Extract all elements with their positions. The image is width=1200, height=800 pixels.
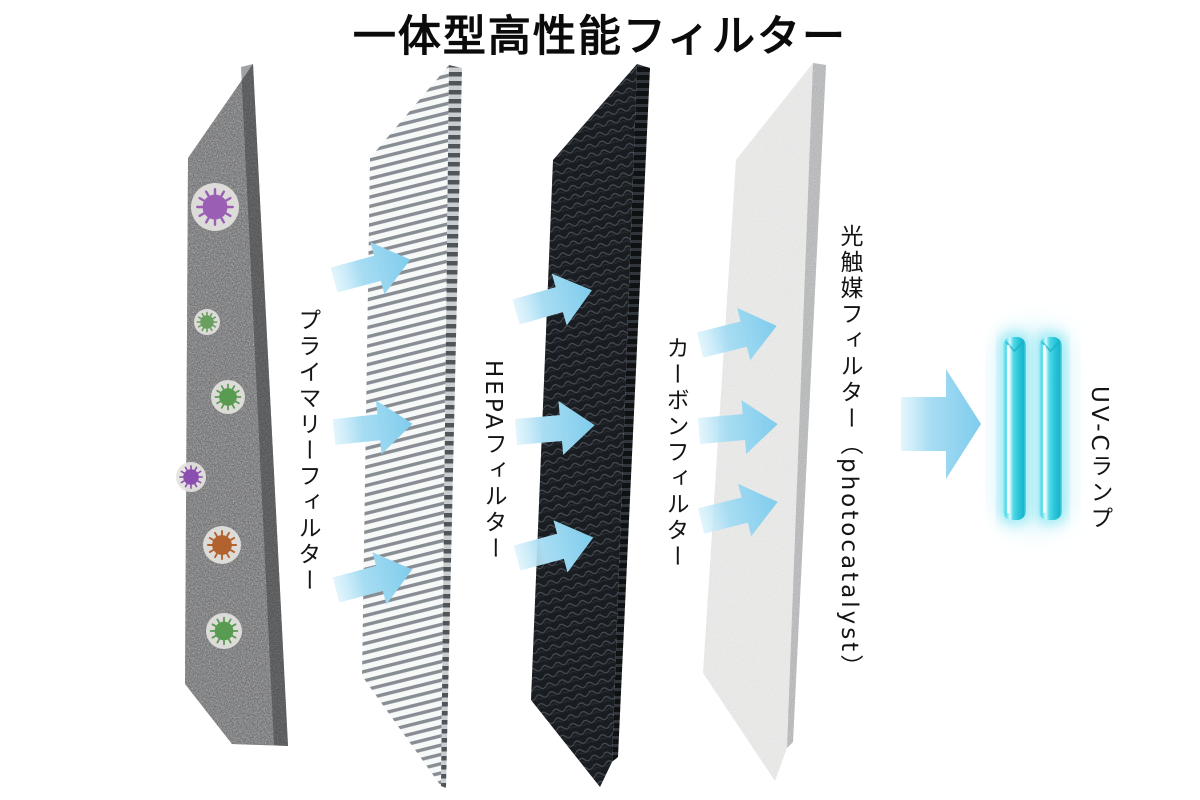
lamp-top-notch: [1041, 341, 1060, 353]
label-primary-filter: プライマリーフィルター: [294, 308, 320, 594]
label-carbon-filter: カーボンフィルター: [662, 336, 688, 570]
uvc-lamp-tube: [1003, 337, 1026, 520]
particle-icon: [211, 380, 245, 414]
particle-icon: [176, 462, 206, 492]
label-hepa-filter: HEPAフィルター: [480, 360, 506, 562]
panel-photocatalyst-edge: [787, 63, 826, 748]
page-title: 一体型高性能フィルター: [352, 12, 848, 62]
panel-carbon-edge: [612, 64, 650, 762]
panel-primary-edge: [241, 64, 288, 746]
lamp-highlight: [1007, 345, 1010, 513]
uvc-lamps: [993, 326, 1073, 530]
panel-hepa-edge: [441, 65, 462, 788]
label-photocatalyst-filter: 光触媒フィルター（photocatalyst）: [836, 224, 862, 681]
lamp-top-notch: [1005, 341, 1024, 353]
captured-particles-layer: [176, 183, 245, 649]
particle-icon: [191, 183, 239, 231]
particle-icon: [203, 526, 241, 564]
label-uvc-lamp: UV-Cランプ: [1086, 386, 1112, 532]
lamp-highlight: [1043, 345, 1046, 513]
uvc-lamp-tube: [1039, 337, 1062, 520]
airflow-arrow-large: [901, 369, 981, 479]
particle-icon: [206, 613, 242, 649]
particle-icon: [194, 309, 220, 335]
